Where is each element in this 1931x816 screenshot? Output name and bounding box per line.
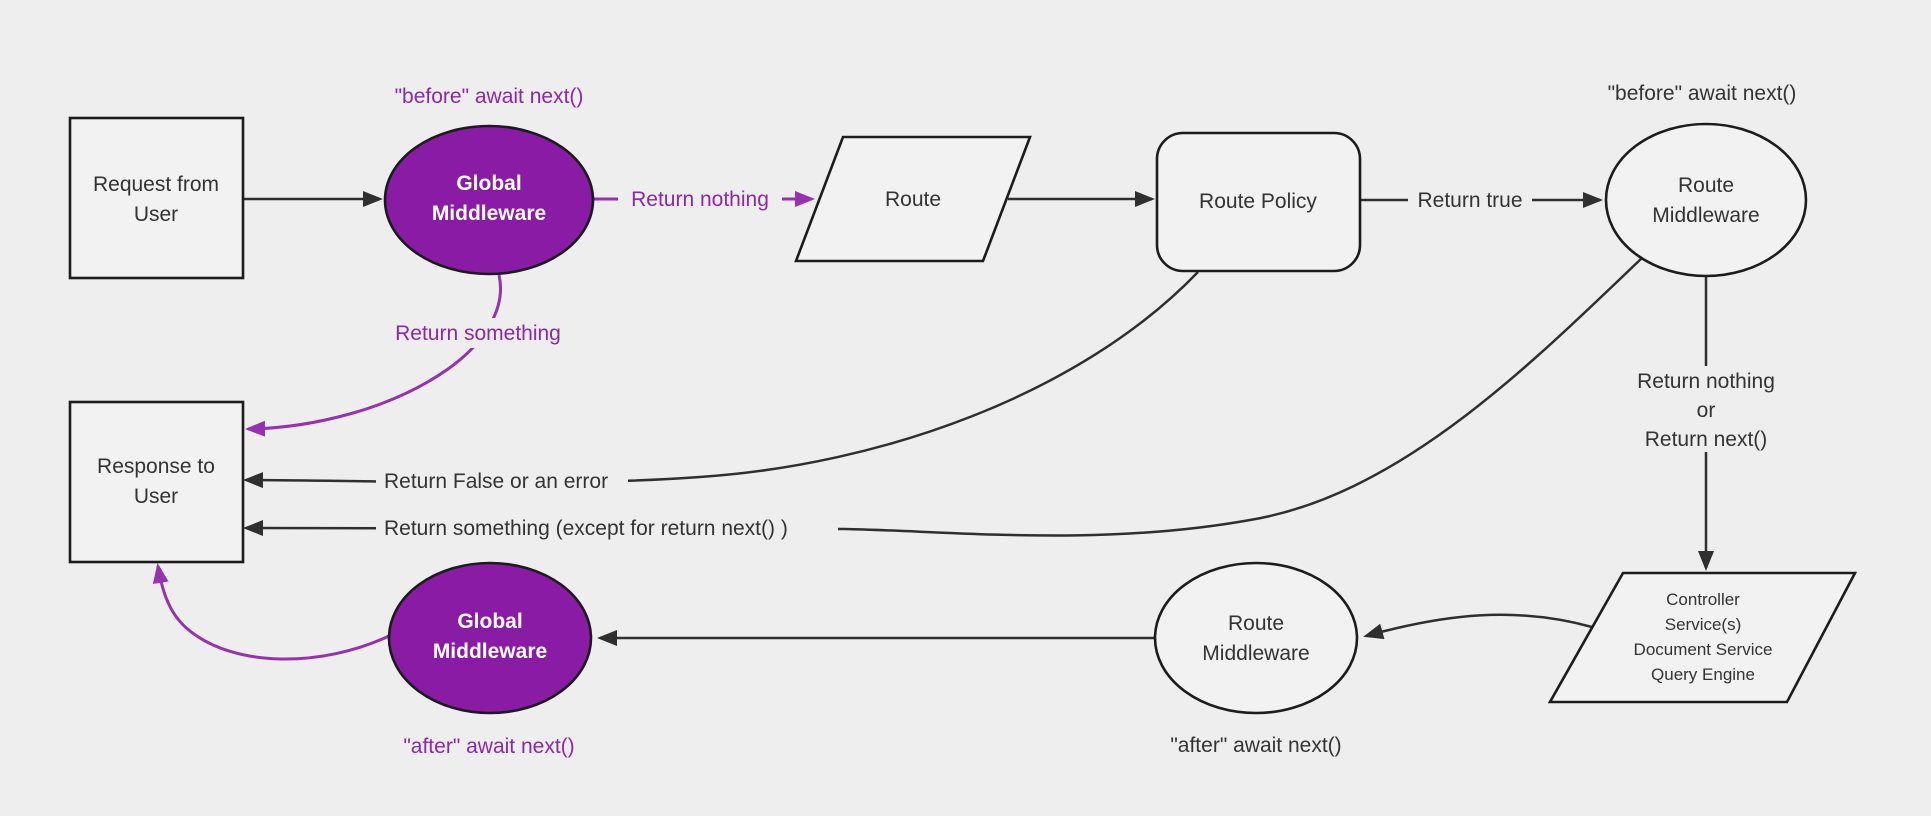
label-bg-return-nothing-or-next: [1622, 366, 1790, 452]
node-response-line1: Response to: [97, 455, 215, 478]
node-global-middleware-top-line2: Middleware: [432, 202, 546, 225]
label-return-nothing-line1: Return nothing: [1637, 370, 1775, 393]
node-request-line2: User: [134, 203, 178, 226]
edge-controller-to-route-middleware-bottom: [1363, 613, 1593, 640]
label-bg-return-something: [384, 318, 572, 348]
node-route-policy-label: Route Policy: [1199, 190, 1317, 213]
edge-global-middleware-return-something-to-response: [245, 274, 502, 437]
label-after-await-next-right: "after" await next(): [1170, 734, 1341, 757]
label-bg-return-nothing: [618, 184, 782, 214]
label-return-something: Return something: [395, 322, 561, 345]
node-route-middleware-bottom-line1: Route: [1228, 612, 1284, 635]
label-bg-return-something-except: [376, 513, 838, 543]
node-response-line2: User: [134, 485, 178, 508]
label-return-false-or-error: Return False or an error: [384, 470, 608, 493]
node-global-middleware-bottom-line1: Global: [457, 610, 522, 633]
node-response-to-user: [68, 400, 245, 564]
label-return-nothing-line3: Return next(): [1645, 428, 1768, 451]
node-route: [794, 135, 1032, 263]
label-after-await-next-left: "after" await next(): [403, 735, 574, 758]
node-controller-line1: Controller: [1666, 590, 1740, 609]
node-route-middleware-top-line2: Middleware: [1652, 204, 1759, 227]
node-global-middleware-bottom: [387, 561, 593, 715]
node-global-middleware-top: [383, 124, 595, 276]
label-return-nothing: Return nothing: [631, 188, 769, 211]
node-route-middleware-bottom-line2: Middleware: [1202, 642, 1309, 665]
node-route-label: Route: [885, 188, 941, 211]
node-controller-line2: Service(s): [1665, 615, 1742, 634]
node-controller-services: [1547, 571, 1858, 704]
node-route-middleware-bottom: [1153, 561, 1359, 715]
label-before-await-next-right: "before" await next(): [1608, 82, 1797, 105]
label-return-true: Return true: [1417, 189, 1522, 212]
node-global-middleware-top-line1: Global: [456, 172, 521, 195]
node-route-middleware-top: [1604, 122, 1808, 278]
node-route-policy: [1155, 131, 1362, 273]
node-controller-line4: Query Engine: [1651, 665, 1755, 684]
label-return-something-except: Return something (except for return next…: [384, 517, 788, 540]
node-request-from-user: [68, 116, 245, 280]
node-route-middleware-top-line1: Route: [1678, 174, 1734, 197]
node-request-line1: Request from: [93, 173, 219, 196]
label-bg-return-true: [1408, 185, 1532, 215]
node-global-middleware-bottom-line2: Middleware: [433, 640, 547, 663]
label-bg-return-false-or-error: [376, 466, 628, 496]
label-return-nothing-line2: or: [1697, 399, 1716, 422]
label-before-await-next-left: "before" await next(): [395, 85, 584, 108]
edge-route-middleware-to-response: [243, 256, 1644, 537]
edge-global-middleware-bottom-to-response: [152, 563, 390, 661]
node-controller-line3: Document Service: [1634, 640, 1773, 659]
